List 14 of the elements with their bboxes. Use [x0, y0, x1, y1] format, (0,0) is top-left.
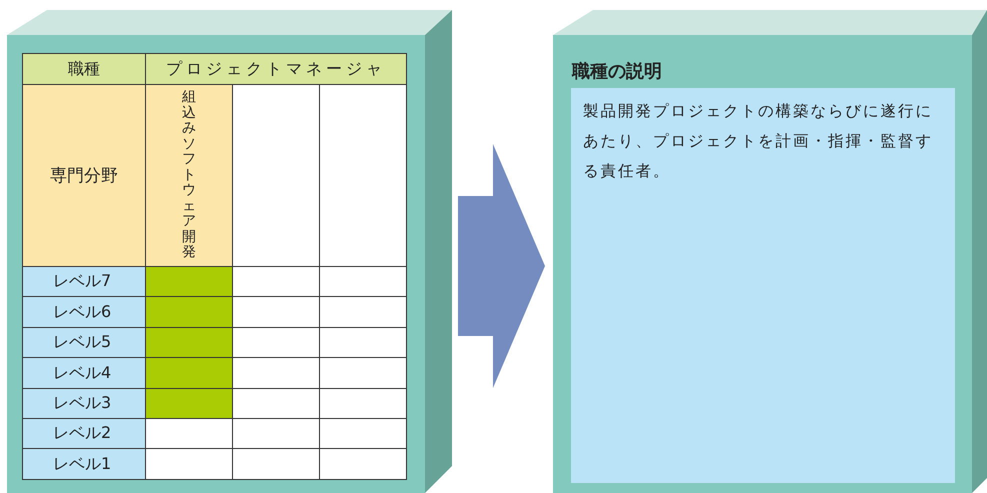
table-cell: 専門分野	[22, 84, 146, 267]
table-cell: レベル6	[22, 296, 146, 328]
heading: 職種の説明	[572, 60, 662, 83]
table-cell: レベル4	[22, 357, 146, 389]
table-cell: レベル1	[22, 448, 146, 480]
header-cell: 職種	[22, 53, 146, 85]
table-cell: レベル3	[22, 388, 146, 419]
description-panel: 製品開発プロジェクトの構築ならびに遂行にあたり、プロジェクトを計画・指揮・監督する責任者。	[571, 88, 955, 483]
table-cell: レベル2	[22, 418, 146, 449]
table-cell: レベル7	[22, 266, 146, 297]
block-arrow	[458, 144, 545, 388]
header-cell: プロジェクトマネージャ	[145, 53, 407, 85]
table-cell: 組込みソフトウェア開発	[145, 84, 233, 267]
table-cell: レベル5	[22, 327, 146, 358]
